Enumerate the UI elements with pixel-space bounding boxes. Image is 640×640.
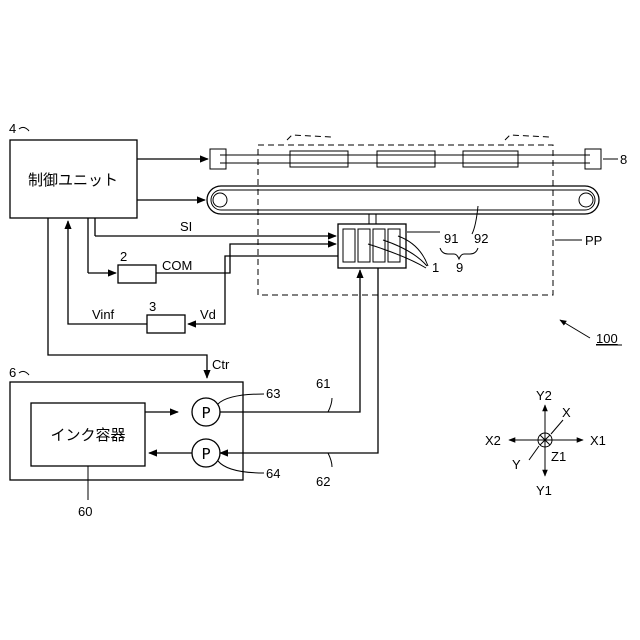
head-ref: 1 [432, 260, 439, 275]
carriage-rail: 8 [210, 135, 627, 169]
com-block-ref: 2 [120, 249, 127, 264]
ink-container-ref: 60 [78, 504, 92, 519]
pump-64-ref: 64 [266, 466, 280, 481]
vinf-label: Vinf [92, 307, 115, 322]
print-area-ref: PP [585, 233, 602, 248]
axis-x2: X2 [485, 433, 501, 448]
tube-supply-ref: 61 [316, 376, 330, 391]
axis-y2: Y2 [536, 388, 552, 403]
axis-x: X [562, 405, 571, 420]
pump-63-ref: 63 [266, 386, 280, 401]
detector-block-ref: 3 [149, 299, 156, 314]
ink-container-label: インク容器 [50, 426, 125, 444]
vd-label: Vd [200, 307, 216, 322]
com-label: COM [162, 258, 192, 273]
print-head: 1 [338, 214, 439, 275]
control-unit-ref: 4 [9, 121, 16, 136]
axis-y1: Y1 [536, 483, 552, 498]
axes: Y2 X X2 X1 Y Z1 Y1 [485, 388, 606, 498]
carriage-rail-ref: 8 [620, 152, 627, 167]
device-ref: 100 [560, 320, 622, 346]
axis-x1: X1 [590, 433, 606, 448]
si-label: SI [180, 219, 192, 234]
pump-63: P 63 [145, 386, 280, 426]
pump-63-symbol: P [201, 404, 210, 422]
transport-ref: 9 [456, 260, 463, 275]
pump-64: P 64 [149, 439, 280, 481]
ink-container: インク容器 60 [31, 403, 145, 519]
ink-supply-ref: 6 [9, 365, 16, 380]
control-unit: 制御ユニット 4 [9, 121, 137, 218]
com-block: 2 [118, 249, 156, 283]
axis-y: Y [512, 457, 521, 472]
tube-return-ref: 62 [316, 474, 330, 489]
roller-ref: 91 [444, 231, 458, 246]
control-unit-label: 制御ユニット [28, 171, 118, 189]
belt-ref: 92 [474, 231, 488, 246]
conveyor-belt [207, 186, 599, 214]
ctr-label: Ctr [212, 357, 230, 372]
axis-z1: Z1 [551, 449, 566, 464]
detector-block: 3 [147, 299, 185, 333]
pump-64-symbol: P [201, 445, 210, 463]
device-ref-label: 100 [596, 331, 618, 346]
